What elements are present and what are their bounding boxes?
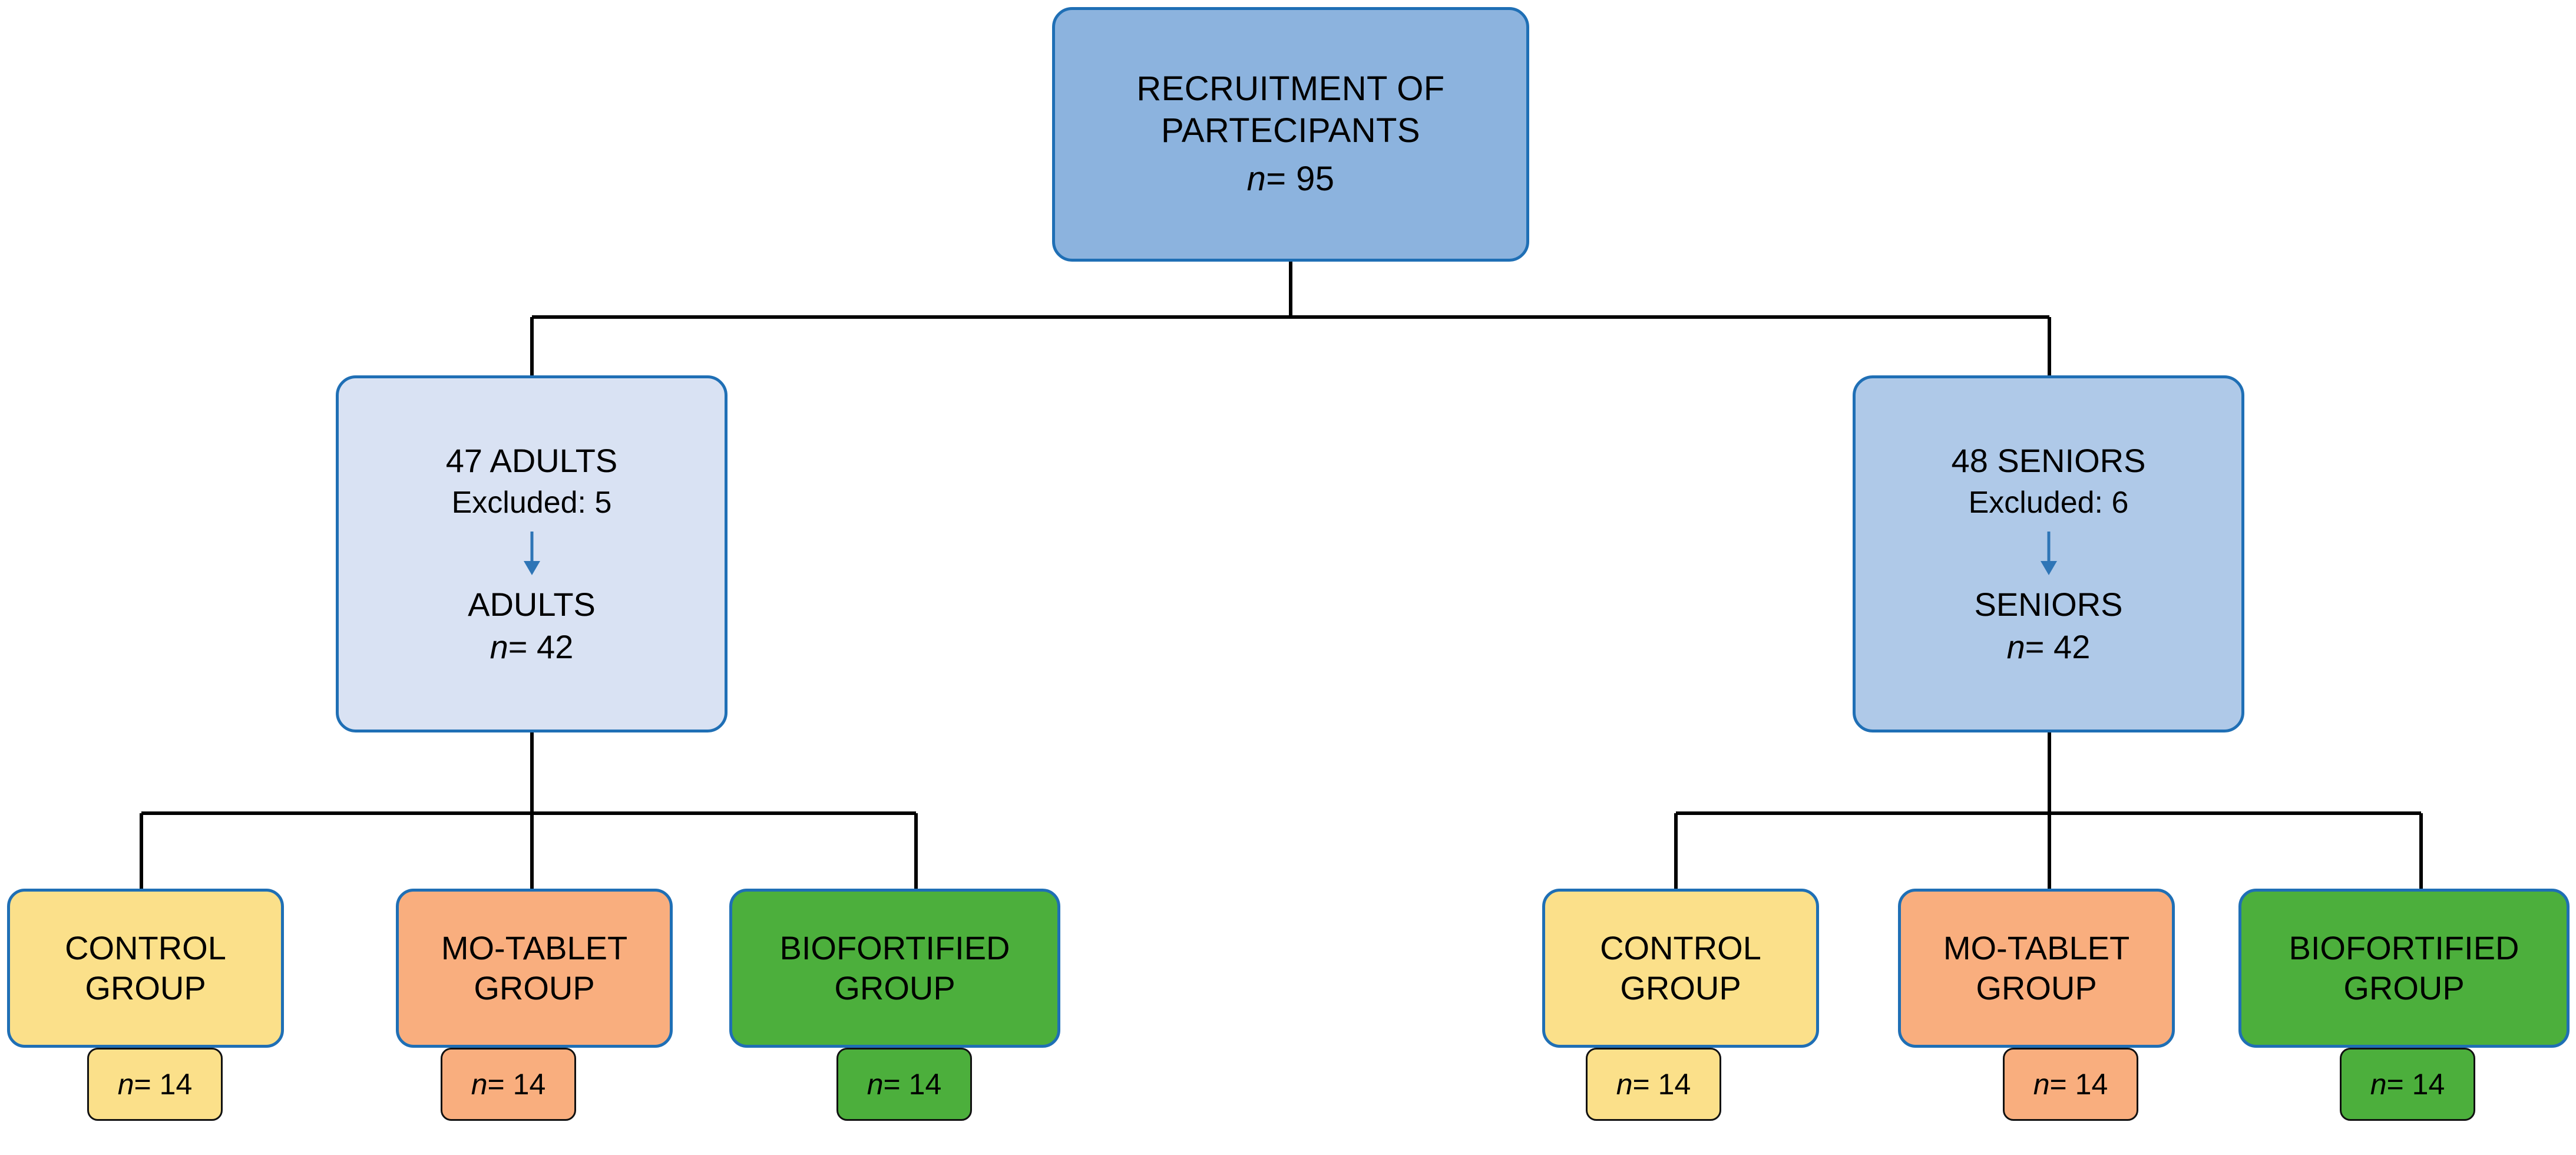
seniors-n-symbol: n [2006,628,2025,665]
badge-seniors-motablet-n[interactable]: n= 14 [2003,1048,2138,1121]
down-arrow-icon [2040,531,2057,575]
seniors-tail: SENIORS [1974,585,2123,623]
node-group-seniors-biofortified[interactable]: BIOFORTIFIED GROUP [2238,889,2570,1048]
seniors-n: n= 42 [2007,627,2091,667]
seniors-control-n: n= 14 [1616,1068,1691,1101]
seniors-motablet-line-2: GROUP [1976,969,2097,1006]
root-line-2: PARTECIPANTS [1161,111,1420,150]
adults-control-n: n= 14 [117,1068,193,1101]
node-group-adults-motablet[interactable]: MO-TABLET GROUP [396,889,673,1048]
seniors-excluded: Excluded: 6 [1969,484,2129,522]
node-group-adults-control[interactable]: CONTROL GROUP [7,889,284,1048]
node-group-adults-biofortified[interactable]: BIOFORTIFIED GROUP [729,889,1060,1048]
badge-adults-control-n[interactable]: n= 14 [87,1048,223,1121]
node-stratum-adults[interactable]: 47 ADULTS Excluded: 5 ADULTS n= 42 [336,375,728,732]
node-stratum-seniors[interactable]: 48 SENIORS Excluded: 6 SENIORS n= 42 [1853,375,2244,732]
root-n-symbol: n [1246,160,1266,199]
badge-adults-motablet-n[interactable]: n= 14 [441,1048,576,1121]
seniors-head: 48 SENIORS [1951,441,2146,479]
root-line-1: RECRUITMENT OF [1136,69,1445,108]
badge-seniors-biofortified-n[interactable]: n= 14 [2340,1048,2475,1121]
adults-excluded-label: Excluded: [451,486,586,520]
adults-excluded-value: 5 [594,486,612,520]
down-arrow-icon [523,531,540,575]
adults-control-line-1: CONTROL [65,929,226,966]
badge-adults-biofortified-n[interactable]: n= 14 [836,1048,972,1121]
node-recruitment-root[interactable]: RECRUITMENT OF PARTECIPANTS n= 95 [1052,7,1529,262]
seniors-control-line-1: CONTROL [1600,929,1761,966]
adults-biofortified-line-2: GROUP [834,969,955,1006]
adults-n-value: = 42 [508,628,574,665]
seniors-motablet-n: n= 14 [2033,1068,2108,1101]
seniors-motablet-line-1: MO-TABLET [1943,929,2130,966]
adults-motablet-line-2: GROUP [474,969,595,1006]
seniors-biofortified-line-2: GROUP [2343,969,2465,1006]
adults-excluded: Excluded: 5 [452,484,612,522]
seniors-biofortified-n: n= 14 [2370,1068,2445,1101]
root-n: n= 95 [1247,159,1335,200]
adults-n: n= 42 [490,627,574,667]
adults-control-line-2: GROUP [85,969,206,1006]
adults-motablet-line-1: MO-TABLET [441,929,628,966]
seniors-n-value: = 42 [2025,628,2091,665]
root-n-value: = 95 [1266,160,1335,199]
seniors-biofortified-line-1: BIOFORTIFIED [2289,929,2519,966]
adults-tail: ADULTS [468,585,596,623]
node-group-seniors-motablet[interactable]: MO-TABLET GROUP [1898,889,2175,1048]
adults-biofortified-line-1: BIOFORTIFIED [779,929,1010,966]
adults-biofortified-n: n= 14 [867,1068,942,1101]
badge-seniors-control-n[interactable]: n= 14 [1586,1048,1721,1121]
seniors-excluded-value: 6 [2111,486,2129,520]
seniors-control-line-2: GROUP [1620,969,1741,1006]
adults-n-symbol: n [490,628,508,665]
node-group-seniors-control[interactable]: CONTROL GROUP [1542,889,1819,1048]
seniors-excluded-label: Excluded: [1968,486,2103,520]
adults-motablet-n: n= 14 [471,1068,546,1101]
adults-head: 47 ADULTS [445,441,618,479]
